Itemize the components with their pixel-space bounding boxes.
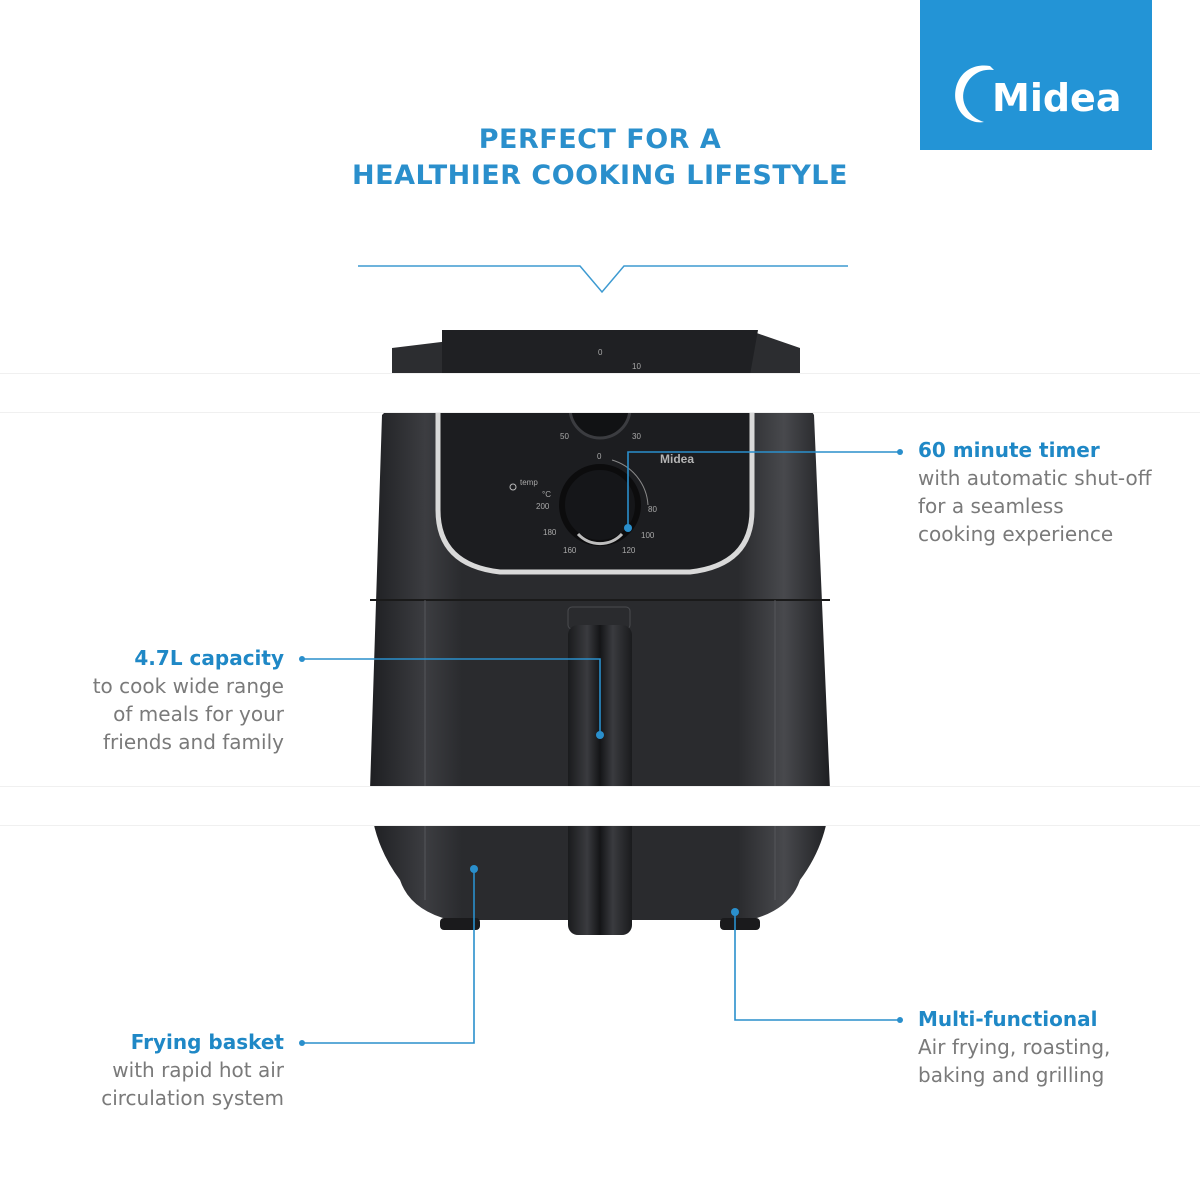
timer-label-10: 10: [632, 362, 641, 371]
feature-timer: 60 minute timer with automatic shut-off …: [918, 438, 1198, 548]
feature-desc-line: with automatic shut-off: [918, 466, 1152, 490]
brand-logo: Midea: [920, 0, 1152, 150]
temp-label-160: 160: [563, 546, 577, 555]
timer-label-0: 0: [598, 348, 603, 357]
white-band-bottom: [0, 786, 1200, 826]
feature-desc-line: Air frying, roasting,: [918, 1035, 1111, 1059]
feature-desc-line: of meals for your: [113, 702, 284, 726]
brand-name: Midea: [992, 76, 1122, 120]
headline-line-2: HEALTHIER COOKING LIFESTYLE: [352, 160, 848, 191]
temp-label-100: 100: [641, 531, 655, 540]
temp-label-180: 180: [543, 528, 557, 537]
feature-desc-line: friends and family: [103, 730, 284, 754]
temp-label-0: 0: [597, 452, 602, 461]
feature-desc-line: circulation system: [101, 1086, 284, 1110]
headline-line-1: PERFECT FOR A: [478, 124, 722, 155]
temp-dial-label: temp: [520, 478, 538, 487]
chevron-divider-icon: [358, 265, 848, 294]
feature-frying-basket: Frying basket with rapid hot air circula…: [20, 1030, 284, 1112]
feature-capacity: 4.7L capacity to cook wide range of meal…: [20, 646, 284, 756]
feature-title: 60 minute timer: [918, 438, 1100, 462]
feature-multi-functional: Multi-functional Air frying, roasting, b…: [918, 1007, 1198, 1089]
temp-label-80: 80: [648, 505, 657, 514]
feature-desc-line: with rapid hot air: [112, 1058, 284, 1082]
temp-unit: °C: [542, 490, 551, 499]
feature-desc-line: cooking experience: [918, 522, 1114, 546]
feature-title: 4.7L capacity: [134, 646, 284, 670]
feature-desc-line: baking and grilling: [918, 1063, 1105, 1087]
feature-desc-line: to cook wide range: [92, 674, 284, 698]
timer-label-30: 30: [632, 432, 641, 441]
white-band-top: [0, 373, 1200, 413]
feature-desc-line: for a seamless: [918, 494, 1064, 518]
temp-label-120: 120: [622, 546, 636, 555]
panel-logo: Midea: [660, 452, 695, 466]
timer-label-50: 50: [560, 432, 569, 441]
midea-swoosh-icon: [955, 65, 994, 123]
feature-title: Frying basket: [130, 1030, 284, 1054]
feature-title: Multi-functional: [918, 1007, 1098, 1031]
temp-label-200: 200: [536, 502, 550, 511]
